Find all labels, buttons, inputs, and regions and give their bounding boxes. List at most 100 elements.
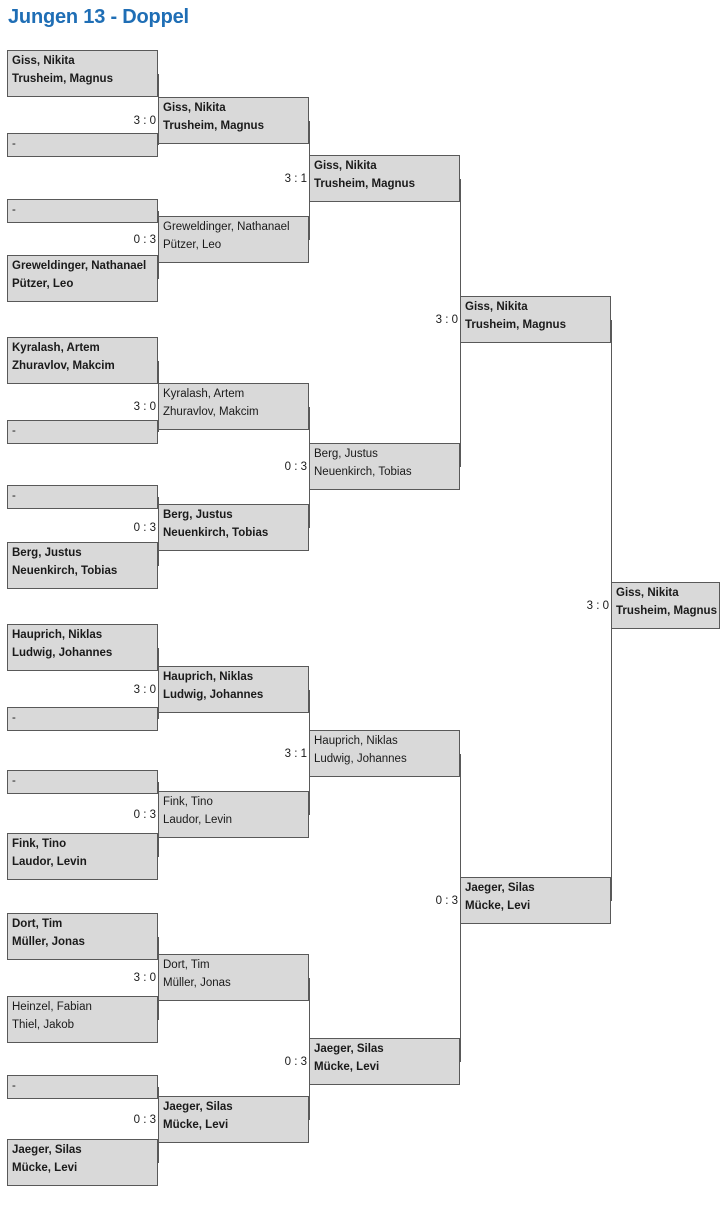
score-r2-0: 3 : 1: [284, 172, 307, 185]
player-name-2: Mücke, Levi: [12, 1162, 78, 1174]
player-name-1: Heinzel, Fabian: [12, 1001, 92, 1013]
player-name-1: Jaeger, Silas: [465, 882, 535, 894]
player-name-1: Hauprich, Niklas: [314, 735, 398, 747]
player-name-1: -: [12, 204, 16, 216]
player-name-1: Jaeger, Silas: [12, 1144, 82, 1156]
player-name-1: Berg, Justus: [314, 448, 378, 460]
player-name-1: Jaeger, Silas: [163, 1101, 233, 1113]
player-name-2: Thiel, Jakob: [12, 1019, 75, 1031]
player-name-1: Kyralash, Artem: [163, 388, 245, 400]
player-name-1: -: [12, 775, 16, 787]
player-name-1: Giss, Nikita: [12, 55, 75, 67]
player-name-1: Dort, Tim: [163, 959, 210, 971]
player-name-1: Fink, Tino: [12, 838, 67, 850]
player-name-1: Dort, Tim: [12, 918, 63, 930]
player-name-1: Hauprich, Niklas: [163, 671, 254, 683]
player-name-1: Berg, Justus: [12, 547, 82, 559]
page-title: Jungen 13 - Doppel: [8, 6, 189, 28]
score-sf: 3 : 0: [586, 599, 609, 612]
player-name-1: Giss, Nikita: [465, 301, 528, 313]
score-r2-2: 3 : 1: [284, 747, 307, 760]
player-name-2: Laudor, Levin: [12, 856, 87, 868]
player-name-1: Giss, Nikita: [163, 102, 226, 114]
score-r1-6: 3 : 0: [133, 971, 156, 984]
player-name-2: Laudor, Levin: [163, 814, 233, 826]
match-box-r1-14[interactable]: -: [7, 1075, 158, 1099]
player-name-2: Pützer, Leo: [163, 239, 222, 251]
match-box-r1-2[interactable]: -: [7, 199, 158, 223]
player-name-1: -: [12, 425, 16, 437]
player-name-2: Trusheim, Magnus: [314, 178, 415, 190]
score-r3-0: 3 : 0: [435, 313, 458, 326]
player-name-2: Ludwig, Johannes: [12, 647, 113, 659]
player-name-1: Giss, Nikita: [616, 587, 679, 599]
score-r1-3: 0 : 3: [133, 521, 156, 534]
player-name-2: Müller, Jonas: [12, 936, 85, 948]
player-name-2: Ludwig, Johannes: [314, 753, 407, 765]
match-box-r1-5[interactable]: -: [7, 420, 158, 444]
player-name-1: Kyralash, Artem: [12, 342, 100, 354]
player-name-2: Mücke, Levi: [314, 1061, 380, 1073]
player-name-1: Greweldinger, Nathanael: [163, 221, 290, 233]
player-name-2: Trusheim, Magnus: [12, 73, 113, 85]
player-name-1: Hauprich, Niklas: [12, 629, 103, 641]
match-box-r1-9[interactable]: -: [7, 707, 158, 731]
score-r1-7: 0 : 3: [133, 1113, 156, 1126]
player-name-1: -: [12, 138, 16, 150]
score-r1-2: 3 : 0: [133, 400, 156, 413]
player-name-2: Trusheim, Magnus: [465, 319, 566, 331]
player-name-1: Jaeger, Silas: [314, 1043, 384, 1055]
player-name-1: Fink, Tino: [163, 796, 213, 808]
player-name-2: Müller, Jonas: [163, 977, 231, 989]
score-r2-3: 0 : 3: [284, 1055, 307, 1068]
score-r1-1: 0 : 3: [133, 233, 156, 246]
player-name-2: Mücke, Levi: [163, 1119, 229, 1131]
player-name-1: -: [12, 712, 16, 724]
score-r2-1: 0 : 3: [284, 460, 307, 473]
match-box-r1-10[interactable]: -: [7, 770, 158, 794]
player-name-2: Pützer, Leo: [12, 278, 74, 290]
player-name-2: Neuenkirch, Tobias: [12, 565, 118, 577]
score-r1-4: 3 : 0: [133, 683, 156, 696]
score-r3-1: 0 : 3: [435, 894, 458, 907]
player-name-2: Neuenkirch, Tobias: [314, 466, 412, 478]
player-name-1: Greweldinger, Nathanael: [12, 260, 147, 272]
player-name-2: Ludwig, Johannes: [163, 689, 264, 701]
player-name-2: Trusheim, Magnus: [616, 605, 717, 617]
score-r1-5: 0 : 3: [133, 808, 156, 821]
player-name-2: Neuenkirch, Tobias: [163, 527, 269, 539]
player-name-2: Zhuravlov, Makcim: [12, 360, 115, 372]
match-box-r1-6[interactable]: -: [7, 485, 158, 509]
player-name-1: Berg, Justus: [163, 509, 233, 521]
player-name-2: Trusheim, Magnus: [163, 120, 264, 132]
player-name-1: -: [12, 490, 16, 502]
player-name-1: Giss, Nikita: [314, 160, 377, 172]
match-box-r1-1[interactable]: -: [7, 133, 158, 157]
score-r1-0: 3 : 0: [133, 114, 156, 127]
